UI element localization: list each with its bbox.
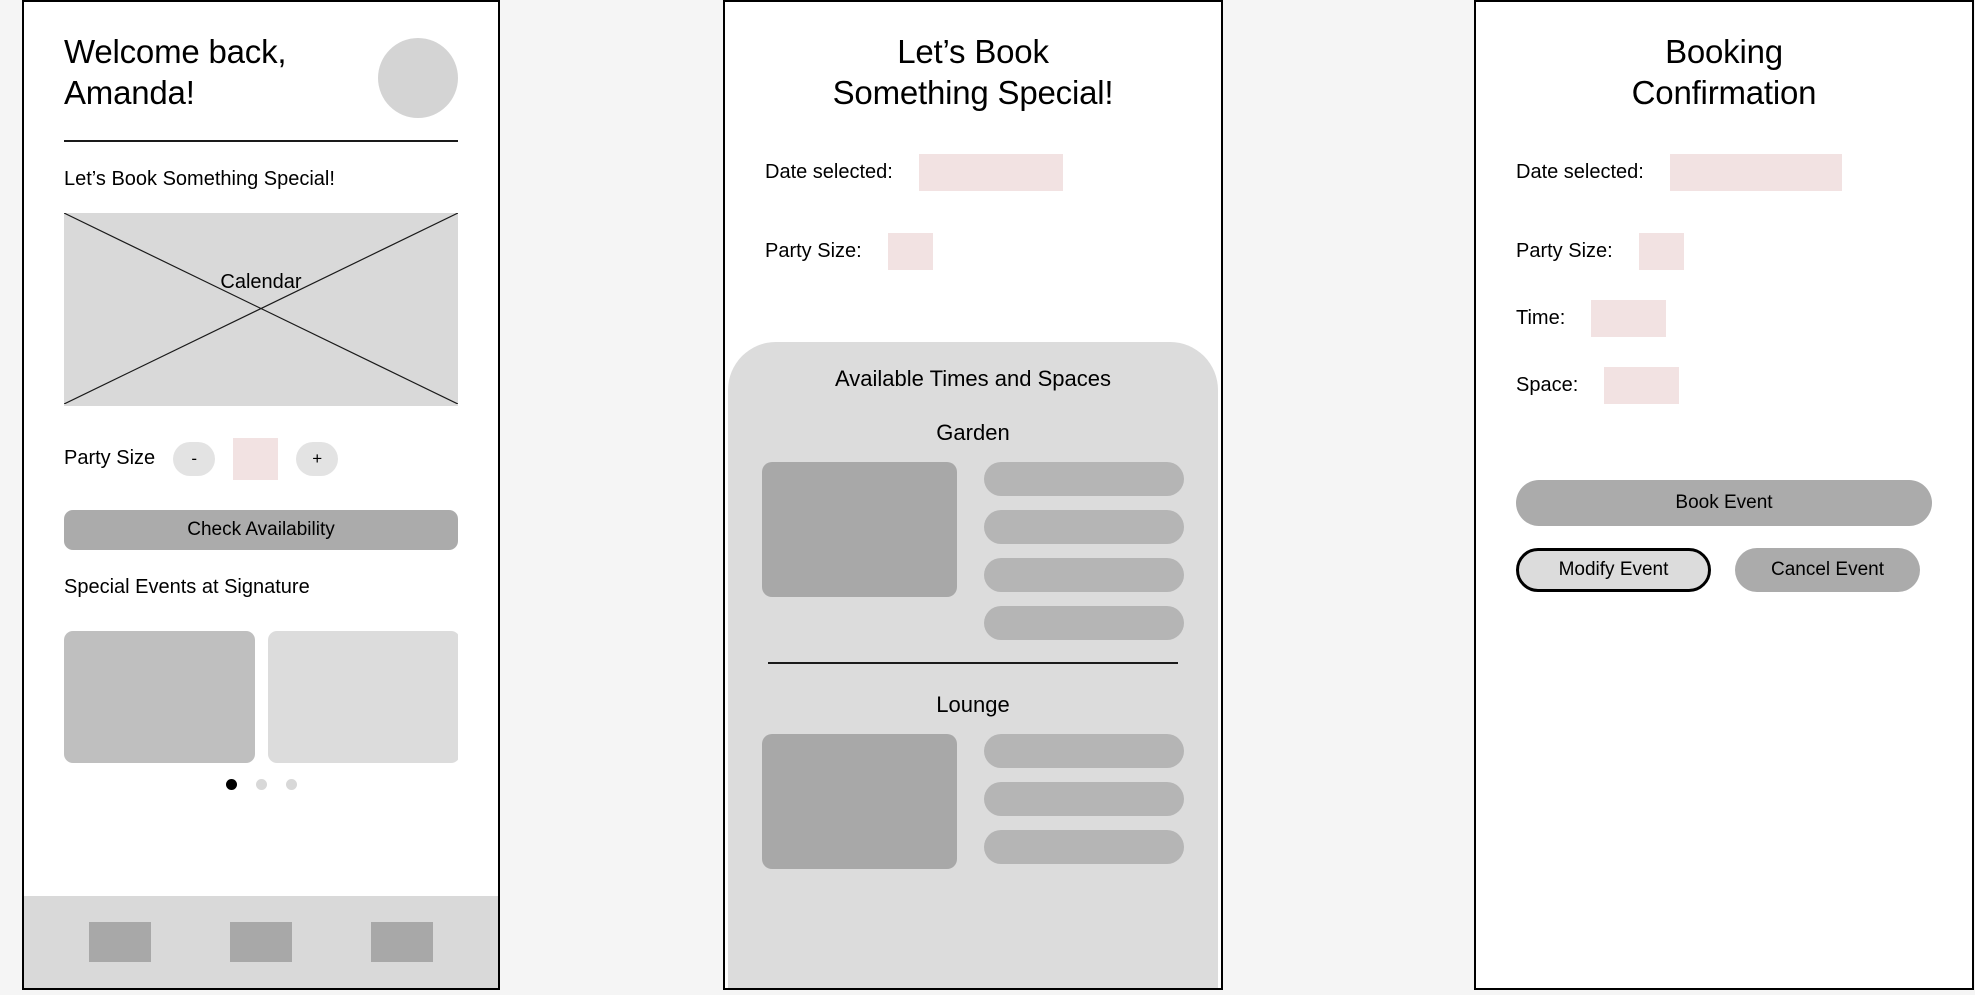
carousel-pagination bbox=[64, 778, 458, 790]
tab-item-1[interactable] bbox=[89, 922, 152, 962]
home-content: Welcome back, Amanda! Let’s Book Somethi… bbox=[24, 2, 498, 790]
booking-fields: Date selected: Party Size: bbox=[725, 153, 1221, 270]
party-size-row: Party Size: bbox=[765, 232, 1181, 270]
time-row: Time: bbox=[1516, 299, 1932, 337]
event-card-1[interactable] bbox=[64, 630, 255, 763]
time-slot-button[interactable] bbox=[984, 829, 1184, 864]
time-slot-button[interactable] bbox=[984, 510, 1184, 544]
time-slot-button[interactable] bbox=[984, 781, 1184, 816]
user-avatar[interactable] bbox=[378, 38, 458, 118]
time-value[interactable] bbox=[1591, 299, 1667, 337]
party-size-row: Party Size: bbox=[1516, 232, 1932, 270]
carousel-dot-3[interactable] bbox=[285, 778, 297, 790]
space-row: Space: bbox=[1516, 366, 1932, 404]
booking-page-title: Let’s Book Something Special! bbox=[832, 33, 1114, 111]
time-slot-button[interactable] bbox=[984, 558, 1184, 592]
carousel-dot-1[interactable] bbox=[225, 778, 237, 790]
confirmation-screen-frame: Booking Confirmation Date selected: Part… bbox=[1474, 0, 1974, 990]
modify-event-button[interactable]: Modify Event bbox=[1516, 547, 1711, 592]
special-events-heading: Special Events at Signature bbox=[64, 575, 310, 598]
party-size-label: Party Size: bbox=[1516, 239, 1613, 262]
confirmation-page-title: Booking Confirmation bbox=[1631, 33, 1817, 111]
time-slot-button[interactable] bbox=[984, 733, 1184, 768]
date-selected-row: Date selected: bbox=[1516, 153, 1932, 191]
time-slot-button[interactable] bbox=[984, 606, 1184, 640]
available-times-card: Available Times and Spaces Garden Lounge bbox=[728, 342, 1218, 988]
time-slot-list-lounge bbox=[984, 733, 1184, 864]
header-divider bbox=[64, 140, 458, 142]
check-availability-button[interactable]: Check Availability bbox=[64, 509, 458, 550]
space-image-garden bbox=[762, 462, 957, 597]
date-selected-label: Date selected: bbox=[1516, 160, 1644, 183]
calendar-placeholder-label: Calendar bbox=[220, 270, 302, 293]
space-row-garden bbox=[762, 462, 1184, 640]
time-slot-button[interactable] bbox=[984, 462, 1184, 496]
available-times-title: Available Times and Spaces bbox=[835, 366, 1111, 391]
party-size-label: Party Size bbox=[64, 447, 156, 469]
bottom-tab-bar bbox=[24, 896, 498, 988]
space-row-lounge bbox=[762, 733, 1184, 869]
space-name-garden: Garden bbox=[936, 420, 1010, 445]
time-label: Time: bbox=[1516, 306, 1566, 329]
welcome-header: Welcome back, Amanda! bbox=[64, 2, 458, 118]
home-screen-frame: Welcome back, Amanda! Let’s Book Somethi… bbox=[22, 0, 500, 990]
welcome-greeting: Welcome back, Amanda! bbox=[64, 33, 287, 111]
party-size-value[interactable] bbox=[1638, 232, 1684, 270]
space-section-divider bbox=[768, 662, 1178, 664]
date-selected-label: Date selected: bbox=[765, 160, 893, 183]
tab-item-2[interactable] bbox=[229, 922, 292, 962]
carousel-track bbox=[64, 630, 458, 763]
party-size-decrement-button[interactable]: - bbox=[173, 441, 216, 476]
booking-screen-frame: Let’s Book Something Special! Date selec… bbox=[723, 0, 1223, 990]
special-events-carousel[interactable] bbox=[64, 630, 458, 763]
date-selected-row: Date selected: bbox=[765, 153, 1181, 191]
carousel-dot-2[interactable] bbox=[255, 778, 267, 790]
placeholder-cross-icon bbox=[64, 212, 458, 404]
home-sub-heading: Let’s Book Something Special! bbox=[64, 167, 335, 190]
party-size-label: Party Size: bbox=[765, 239, 862, 262]
time-slot-list-garden bbox=[984, 462, 1184, 640]
space-name-lounge: Lounge bbox=[936, 691, 1010, 717]
party-size-value[interactable] bbox=[887, 232, 933, 270]
date-selected-value[interactable] bbox=[1669, 153, 1842, 191]
cancel-event-button[interactable]: Cancel Event bbox=[1735, 547, 1920, 592]
party-size-stepper: Party Size - + bbox=[64, 437, 458, 480]
confirmation-fields: Date selected: Party Size: Time: Space: … bbox=[1476, 153, 1972, 592]
party-size-value-field[interactable] bbox=[233, 437, 279, 480]
event-card-2[interactable] bbox=[268, 630, 458, 763]
calendar-placeholder[interactable]: Calendar bbox=[64, 212, 458, 406]
date-selected-value[interactable] bbox=[918, 153, 1063, 191]
space-value[interactable] bbox=[1604, 366, 1680, 404]
confirmation-action-row: Modify Event Cancel Event bbox=[1516, 547, 1932, 592]
space-label: Space: bbox=[1516, 373, 1579, 396]
book-event-button[interactable]: Book Event bbox=[1516, 479, 1932, 526]
space-image-lounge bbox=[762, 733, 957, 869]
tab-item-3[interactable] bbox=[370, 922, 433, 962]
party-size-increment-button[interactable]: + bbox=[296, 441, 339, 476]
